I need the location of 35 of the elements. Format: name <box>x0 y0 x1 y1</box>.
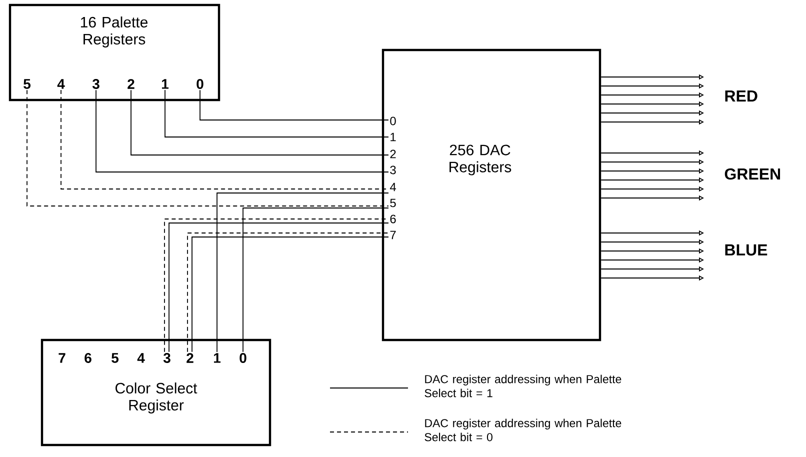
signal-line <box>242 208 389 352</box>
bit-number: 5 <box>24 79 31 89</box>
bit-number: 3 <box>92 79 100 89</box>
signal-line <box>200 90 389 120</box>
legend-text: DAC register addressing when Palette Select bit = 1 <box>424 374 622 398</box>
signal-line <box>26 90 389 206</box>
input-number: 1 <box>390 132 396 142</box>
signal-line <box>164 90 389 138</box>
input-number: 6 <box>390 214 396 224</box>
bit-number: 2 <box>186 353 194 363</box>
bit-number: 5 <box>112 353 119 363</box>
input-number: 4 <box>390 182 396 192</box>
input-number: 0 <box>390 116 396 126</box>
signal-line <box>96 90 389 172</box>
output-label: RED <box>725 90 758 102</box>
bit-number: 1 <box>214 353 221 363</box>
output-label: BLUE <box>725 244 768 256</box>
bit-number: 3 <box>163 353 170 363</box>
output-label: GREEN <box>724 168 780 180</box>
bit-number: 1 <box>162 79 169 89</box>
signal-line <box>216 192 389 352</box>
bit-number: 2 <box>128 79 134 89</box>
legend-text: DAC register addressing when Palette Select bit = 0 <box>424 418 622 442</box>
signal-line <box>130 90 389 156</box>
input-number: 5 <box>390 198 396 208</box>
input-number: 7 <box>390 230 396 240</box>
input-number: 2 <box>390 150 396 158</box>
bit-number: 4 <box>57 79 65 89</box>
input-number: 3 <box>390 166 396 174</box>
bit-number: 4 <box>137 353 145 363</box>
bit-number: 0 <box>196 79 204 89</box>
bit-number: 6 <box>84 353 92 363</box>
bit-number: 0 <box>240 353 246 363</box>
bit-number: 7 <box>58 353 66 363</box>
signal-line <box>60 90 389 190</box>
